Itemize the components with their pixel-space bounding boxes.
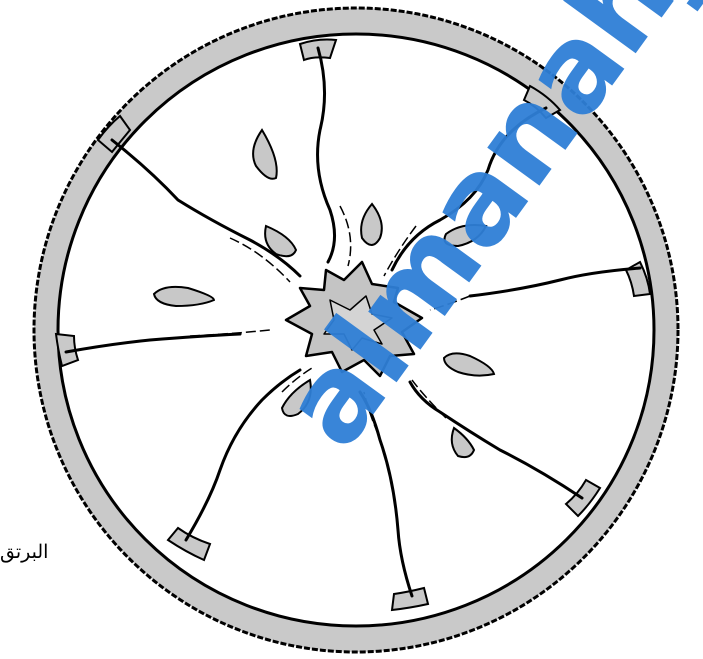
- caption-label: البرتق: [0, 541, 48, 563]
